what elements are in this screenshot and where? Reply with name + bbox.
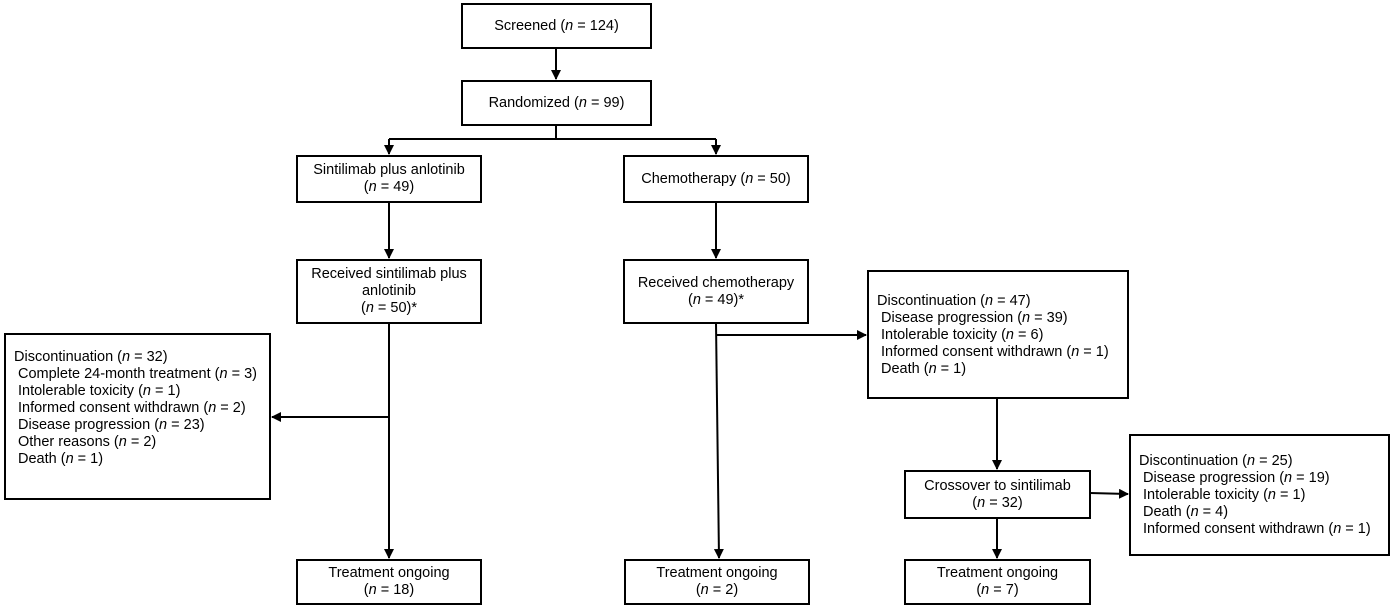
disc-left-line: Death (n = 1) bbox=[18, 451, 104, 467]
received2-box: Received chemotherapy (n = 49)* bbox=[623, 259, 809, 324]
screened-box: Screened (n = 124) bbox=[461, 3, 652, 49]
disc-right-line: Intolerable toxicity (n = 1) bbox=[1143, 487, 1306, 503]
arm2-box: Chemotherapy (n = 50) bbox=[623, 155, 809, 203]
ongoing1-title: Treatment ongoing bbox=[328, 565, 450, 581]
received1-line2: anlotinib bbox=[361, 283, 416, 299]
ongoing2-box: Treatment ongoing (n = 2) bbox=[624, 559, 810, 605]
ongoing3-count: (n = 7) bbox=[976, 582, 1019, 598]
disc-mid-line: Informed consent withdrawn (n = 1) bbox=[881, 344, 1109, 360]
arm1-title: Sintilimab plus anlotinib bbox=[313, 162, 465, 178]
disc-left-line: Disease progression (n = 23) bbox=[18, 417, 205, 433]
received1-box: Received sintilimab plus anlotinib (n = … bbox=[296, 259, 482, 324]
received2-line1: Received chemotherapy bbox=[637, 274, 795, 291]
crossover-box: Crossover to sintilimab (n = 32) bbox=[904, 470, 1091, 519]
randomized-box: Randomized (n = 99) bbox=[461, 80, 652, 126]
discontinuation-right-box: Discontinuation (n = 25) Disease progres… bbox=[1129, 434, 1390, 556]
disc-left-line: Intolerable toxicity (n = 1) bbox=[18, 383, 181, 399]
received2-count: (n = 49)* bbox=[687, 291, 745, 308]
disc-left-line: Informed consent withdrawn (n = 2) bbox=[18, 400, 246, 416]
disc-left-line: Discontinuation (n = 32) bbox=[14, 349, 168, 365]
disc-mid-line: Discontinuation (n = 47) bbox=[877, 293, 1031, 309]
disc-mid-line: Death (n = 1) bbox=[881, 361, 967, 377]
arm2-label: Chemotherapy (n = 50) bbox=[641, 170, 791, 187]
crossover-title: Crossover to sintilimab bbox=[924, 477, 1071, 494]
disc-mid-line: Disease progression (n = 39) bbox=[881, 310, 1068, 326]
ongoing2-title: Treatment ongoing bbox=[656, 565, 778, 581]
arm1-box: Sintilimab plus anlotinib (n = 49) bbox=[296, 155, 482, 203]
ongoing3-title: Treatment ongoing bbox=[936, 565, 1059, 581]
disc-right-line: Disease progression (n = 19) bbox=[1143, 470, 1330, 486]
arm1-count: (n = 49) bbox=[363, 179, 415, 195]
arrow-received2-ongoing2 bbox=[713, 322, 724, 559]
discontinuation-mid-box: Discontinuation (n = 47) Disease progres… bbox=[867, 270, 1129, 399]
disc-left-line: Other reasons (n = 2) bbox=[18, 434, 157, 450]
discontinuation-left-box: Discontinuation (n = 32) Complete 24-mon… bbox=[4, 333, 271, 500]
disc-left-line: Complete 24-month treatment (n = 3) bbox=[18, 366, 257, 382]
disc-mid-line: Intolerable toxicity (n = 6) bbox=[881, 327, 1044, 343]
disc-right-line: Death (n = 4) bbox=[1143, 504, 1229, 520]
crossover-count: (n = 32) bbox=[972, 494, 1023, 511]
screened-label: Screened (n = 124) bbox=[494, 17, 619, 34]
disc-right-line: Informed consent withdrawn (n = 1) bbox=[1143, 521, 1371, 537]
received1-count: (n = 50)* bbox=[360, 300, 418, 316]
randomized-label: Randomized (n = 99) bbox=[488, 94, 625, 111]
received1-line1: Received sintilimab plus bbox=[311, 266, 467, 282]
ongoing1-box: Treatment ongoing (n = 18) bbox=[296, 559, 482, 605]
ongoing2-count: (n = 2) bbox=[695, 582, 739, 598]
ongoing1-count: (n = 18) bbox=[363, 582, 415, 598]
ongoing3-box: Treatment ongoing (n = 7) bbox=[904, 559, 1091, 605]
arrow-crossover-disc-right bbox=[1089, 488, 1129, 499]
disc-right-line: Discontinuation (n = 25) bbox=[1139, 453, 1293, 469]
